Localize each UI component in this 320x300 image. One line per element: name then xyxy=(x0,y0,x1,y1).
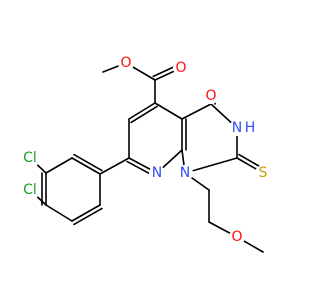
atom-label-s: S xyxy=(259,165,268,181)
molecule-structure: O O O N H S N N O xyxy=(20,55,271,253)
atom-cl-bottom: Cl xyxy=(20,180,40,200)
atom-labels: O O O N H S N N O xyxy=(20,55,271,245)
atom-label-n: N xyxy=(232,120,242,136)
bond-line xyxy=(130,105,158,124)
atom-label-o: O xyxy=(120,55,131,71)
atom-label-o: O xyxy=(231,229,242,245)
bond-line xyxy=(71,204,101,222)
bond-lines xyxy=(29,62,266,253)
atom-n1: N xyxy=(177,165,193,181)
atom-label-cl: Cl xyxy=(23,150,37,166)
bond-line xyxy=(71,157,101,175)
bond-line xyxy=(73,153,103,172)
atom-label-n: N xyxy=(180,165,190,181)
atom-o-ether: O xyxy=(229,229,245,245)
atom-label-cl: Cl xyxy=(23,182,37,198)
bond-line xyxy=(154,102,183,120)
bond-line xyxy=(73,207,103,226)
atom-o-carbonyl-ester: O xyxy=(118,55,134,71)
atom-n-pyridine: N xyxy=(149,165,165,181)
bond-line xyxy=(45,204,73,222)
atom-label-o: O xyxy=(175,60,186,76)
bond-line xyxy=(184,157,238,174)
atom-o-ester: O xyxy=(173,60,189,76)
bond-line xyxy=(99,157,130,175)
bond-line xyxy=(45,157,73,174)
atom-s-thione: S xyxy=(255,165,271,181)
bond-line xyxy=(128,102,156,120)
atom-label-n: N xyxy=(152,165,162,181)
atom-label-o: O xyxy=(205,88,216,104)
atom-o-ring-carbonyl: O xyxy=(203,88,219,104)
atom-label-h: H xyxy=(245,120,256,136)
atom-cl-top: Cl xyxy=(20,148,40,168)
atom-nh: N H xyxy=(229,120,257,136)
bond-line xyxy=(181,103,212,120)
